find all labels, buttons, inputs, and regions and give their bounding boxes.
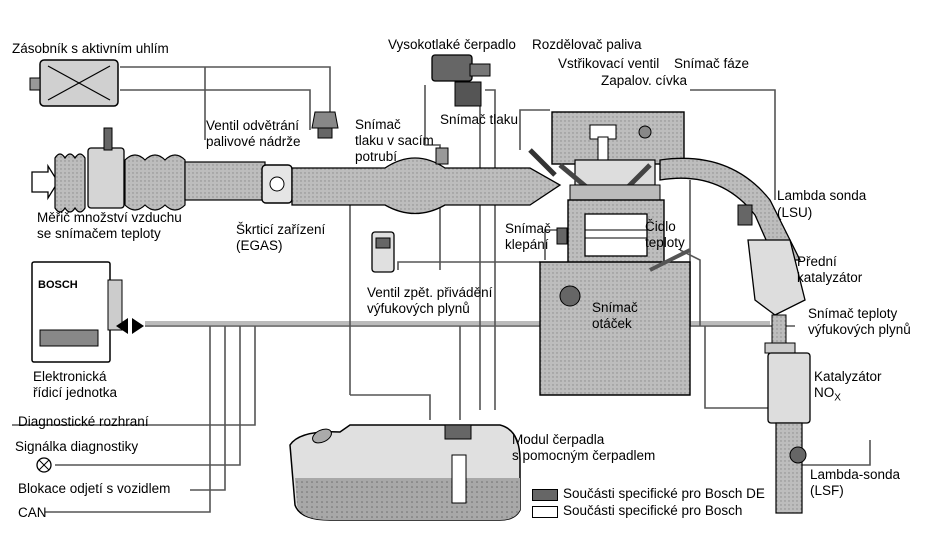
diagnostic-lamp-icon — [36, 457, 52, 473]
label-intake-pressure-2: tlaku v sacím — [355, 133, 434, 148]
legend-label-dark: Součásti specifické pro Bosch DE — [563, 486, 765, 501]
label-lambda-lsu-1: Lambda sonda — [777, 188, 867, 203]
ecu-icon — [31, 261, 144, 363]
label-egr-valve-1: Ventil zpět. přivádění — [367, 285, 493, 300]
label-front-cat-2: katalyzátor — [797, 270, 863, 285]
label-immobilizer: Blokace odjetí s vozidlem — [18, 481, 171, 496]
egr-valve-icon — [371, 231, 395, 273]
label-intake-pressure-1: Snímač — [355, 117, 401, 132]
signal-wiring — [12, 66, 871, 513]
lambda-lsu-icon — [737, 204, 753, 226]
charcoal-canister-icon — [29, 59, 119, 107]
legend-swatch-light — [532, 506, 558, 518]
label-tank-vent-valve-1: Ventil odvětrání — [206, 118, 300, 133]
label-can: CAN — [18, 505, 47, 520]
label-ignition-coil: Zapalov. cívka — [601, 73, 688, 88]
label-speed-sensor-2: otáček — [592, 316, 632, 331]
intake-manifold — [291, 157, 562, 215]
label-egr-valve-2: výfukových plynů — [367, 301, 470, 316]
legend-swatch-dark — [532, 489, 558, 501]
label-lambda-lsf-1: Lambda-sonda — [810, 467, 901, 482]
lambda-lsf-icon — [789, 446, 807, 464]
tank-vent-valve-icon — [311, 111, 339, 139]
label-charcoal-canister: Zásobník s aktivním uhlím — [12, 41, 169, 56]
injector-icon — [528, 148, 557, 177]
front-catalyst-icon — [747, 239, 806, 316]
label-air-mass-meter-1: Měřič množství vzduchu — [37, 210, 182, 225]
label-high-pressure-pump: Vysokotlaké čerpadlo — [388, 37, 516, 52]
knock-sensor-icon — [556, 227, 568, 245]
intake-pressure-sensor-icon — [435, 147, 449, 165]
label-pump-module-2: s pomocným čerpadlem — [512, 448, 656, 463]
label-injector: Vstřikovací ventil — [558, 56, 660, 71]
label-pressure-sensor: Snímač tlaku — [440, 112, 519, 127]
label-nox-cat-1: Katalyzátor — [814, 369, 882, 384]
air-intake-duct — [31, 127, 266, 213]
fuel-tank-icon — [289, 424, 521, 521]
exhaust-system — [659, 157, 811, 514]
label-fuel-rail: Rozdělovač paliva — [532, 37, 642, 52]
label-speed-sensor-1: Snímač — [592, 300, 638, 315]
throttle-icon — [261, 164, 293, 204]
label-knock-sensor-1: Snímač — [505, 221, 551, 236]
label-intake-pressure-3: potrubí — [355, 149, 398, 164]
high-pressure-pump-icon — [431, 54, 491, 107]
legend-label-light: Součásti specifické pro Bosch — [563, 503, 743, 518]
label-lambda-lsf-2: (LSF) — [810, 483, 844, 498]
label-front-cat-1: Přední — [797, 254, 837, 269]
label-lambda-lsu-2: (LSU) — [777, 205, 813, 220]
label-air-mass-meter-2: se snímačem teploty — [37, 226, 161, 241]
label-exhaust-temp-1: Snímač teploty — [808, 306, 898, 321]
label-throttle-2: (EGAS) — [236, 238, 283, 253]
label-ecu-1: Elektronická — [33, 369, 107, 384]
label-throttle-1: Škrticí zařízení — [236, 222, 326, 237]
speed-sensor-icon — [559, 285, 581, 307]
label-nox-cat-2: NOX — [814, 385, 841, 404]
label-temp-sensor-2: teploty — [645, 235, 685, 250]
label-phase-sensor: Snímač fáze — [674, 56, 750, 71]
label-tank-vent-valve-2: palivové nádrže — [206, 134, 301, 149]
ecu-brand-label: BOSCH — [38, 279, 78, 291]
label-knock-sensor-2: klepání — [505, 237, 549, 252]
label-diag-lamp: Signálka diagnostiky — [15, 439, 139, 454]
label-pump-module-1: Modul čerpadla — [512, 432, 605, 447]
engine-icon — [539, 111, 691, 396]
label-exhaust-temp-2: výfukových plynů — [808, 322, 911, 337]
air-mass-meter-icon — [87, 147, 125, 209]
label-diag-interface: Diagnostické rozhraní — [18, 414, 149, 429]
label-temp-sensor-1: Čidlo — [645, 219, 676, 234]
nox-catalyst-icon — [767, 352, 811, 424]
label-ecu-2: řídicí jednotka — [33, 385, 118, 400]
